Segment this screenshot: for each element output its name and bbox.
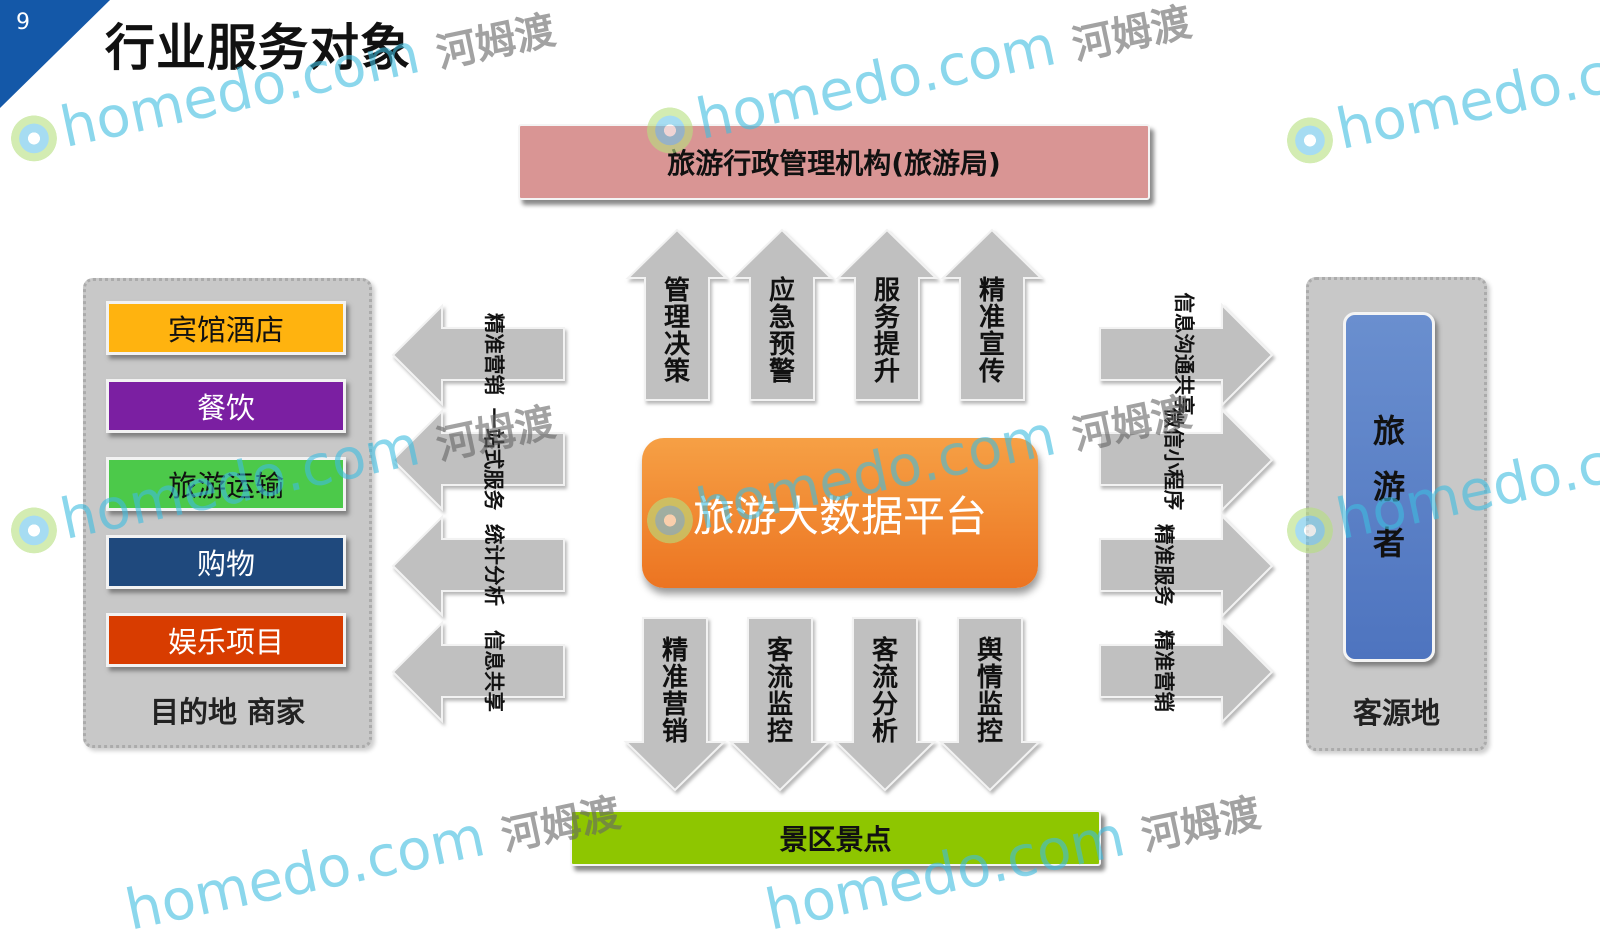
- slide-number: 9: [16, 10, 30, 35]
- arrow-label-char: 警: [768, 357, 795, 387]
- arrow-label-char: 准: [661, 663, 688, 693]
- arrow-label-char: 客: [766, 636, 793, 666]
- right-arrow-1: [1099, 302, 1274, 408]
- arrow-label-char: 流: [871, 663, 898, 693]
- arrow-label-char: 预: [768, 330, 795, 360]
- right-arrow-2: [1099, 407, 1274, 513]
- destination-merchants-panel: 宾馆酒店 餐饮 旅游运输 购物 娱乐项目 目的地 商家: [83, 278, 372, 748]
- arrow-label-char: 营: [661, 690, 688, 720]
- left-label-3: 统计分析: [481, 523, 506, 607]
- right-label-2: 微信小程序: [1161, 407, 1186, 511]
- slide-title: 行业服务对象: [105, 19, 411, 77]
- right-label-4: 精准营销: [1151, 629, 1176, 713]
- down-arrow-1: [623, 617, 727, 792]
- arrow-label-char: 监: [766, 690, 793, 720]
- left-arrow-2: [391, 408, 565, 512]
- left-arrow-4: [391, 620, 565, 724]
- arrow-label-char: 服: [873, 276, 900, 306]
- category-entertainment: 娱乐项目: [106, 613, 346, 667]
- down-arrow-2: [728, 617, 832, 792]
- up-label-1: 管理决策: [645, 268, 709, 396]
- arrow-label-char: 策: [663, 357, 690, 387]
- arrow-label-char: 客: [871, 636, 898, 666]
- right-arrow-4: [1099, 619, 1274, 725]
- arrow-label-char: 监: [976, 690, 1003, 720]
- arrow-label-char: 务: [873, 303, 900, 333]
- left-label-2: 一站式服务: [481, 407, 506, 511]
- down-label-2: 客流监控: [748, 628, 812, 756]
- left-panel-label: 目的地 商家: [149, 695, 306, 729]
- arrow-label-char: 流: [766, 663, 793, 693]
- arrow-label-char: 舆: [976, 636, 1003, 666]
- down-label-4: 舆情监控: [958, 628, 1022, 756]
- left-arrow-3: [391, 514, 565, 618]
- left-arrow-1: [391, 303, 565, 407]
- category-hotel: 宾馆酒店: [106, 301, 346, 355]
- right-panel-label: 客源地: [1352, 696, 1440, 730]
- category-transport: 旅游运输: [106, 457, 346, 511]
- up-label-2: 应急预警: [750, 268, 814, 396]
- arrow-label-char: 应: [768, 276, 795, 306]
- arrow-label-char: 控: [766, 717, 793, 747]
- left-label-4: 信息共享: [481, 629, 506, 713]
- up-arrow-2: [730, 228, 834, 401]
- right-label-1: 信息沟通共享: [1171, 292, 1196, 416]
- arrow-label-char: 精: [978, 276, 1005, 306]
- left-label-1: 精准营销: [481, 312, 506, 396]
- tourism-bureau-box: 旅游行政管理机构(旅游局): [518, 124, 1150, 200]
- arrow-label-char: 管: [663, 276, 690, 306]
- arrow-label-char: 决: [663, 330, 690, 360]
- arrow-label-char: 精: [661, 636, 688, 666]
- big-data-platform: 旅游大数据平台: [642, 438, 1038, 588]
- up-label-3: 服务提升: [855, 268, 919, 396]
- up-arrow-4: [940, 228, 1044, 401]
- arrow-label-char: 准: [978, 303, 1005, 333]
- arrow-label-char: 分: [871, 690, 898, 720]
- arrow-label-char: 销: [661, 717, 688, 747]
- down-label-1: 精准营销: [643, 628, 707, 756]
- up-arrow-1: [625, 228, 729, 401]
- arrow-label-char: 理: [663, 303, 690, 333]
- arrow-label-char: 宣: [978, 330, 1005, 360]
- corner-badge: [0, 0, 110, 108]
- right-arrow-3: [1099, 513, 1274, 619]
- scenic-spots-box: 景区景点: [570, 810, 1101, 866]
- arrow-label-char: 传: [978, 357, 1005, 387]
- down-arrow-4: [938, 617, 1042, 792]
- tourist-char: 者: [1372, 524, 1405, 562]
- arrow-label-char: 情: [976, 663, 1003, 693]
- source-market-panel: 旅 游 者 客源地: [1306, 277, 1487, 751]
- arrow-label-char: 控: [976, 717, 1003, 747]
- category-dining: 餐饮: [106, 379, 346, 433]
- down-label-3: 客流分析: [853, 628, 917, 756]
- arrow-label-char: 提: [873, 330, 900, 360]
- tourist-box: 旅 游 者: [1343, 312, 1435, 662]
- arrow-layer: [391, 228, 1274, 792]
- arrow-label-char: 析: [871, 717, 898, 747]
- tourist-char: 旅: [1372, 412, 1405, 450]
- category-shopping: 购物: [106, 535, 346, 589]
- up-label-4: 精准宣传: [960, 268, 1024, 396]
- tourist-char: 游: [1372, 468, 1405, 506]
- arrow-label-char: 急: [768, 303, 795, 333]
- right-label-3: 精准服务: [1151, 523, 1176, 607]
- up-arrow-3: [835, 228, 939, 401]
- arrow-label-char: 升: [873, 357, 900, 387]
- down-arrow-3: [833, 617, 937, 792]
